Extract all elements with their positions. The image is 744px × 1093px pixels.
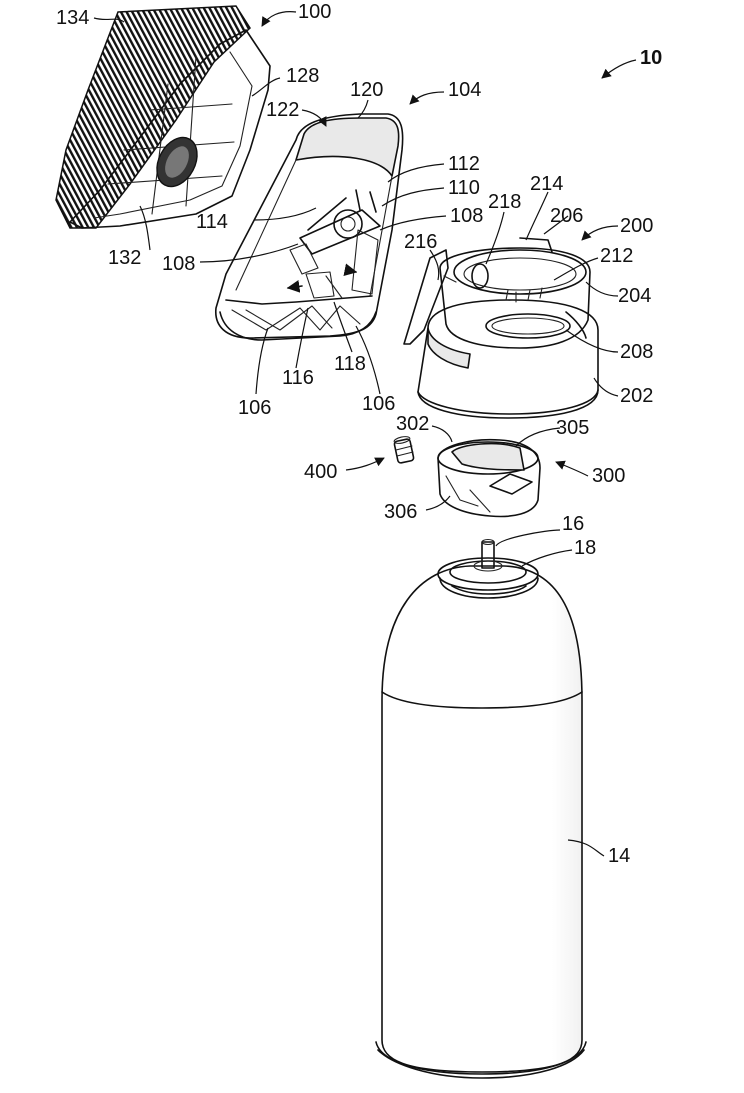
label-134: 134 [56, 7, 89, 29]
label-214: 214 [530, 173, 563, 195]
label-300: 300 [592, 465, 625, 487]
can-valve-stem [481, 541, 495, 569]
label-assembly: 10 [640, 47, 662, 69]
label-206: 206 [550, 205, 583, 227]
cap-nozzle-hole [471, 263, 489, 289]
label-120: 120 [350, 79, 383, 101]
label-100: 100 [298, 1, 331, 23]
label-208: 208 [620, 341, 653, 363]
label-118: 118 [334, 353, 366, 375]
aerosol-can [375, 538, 587, 1079]
label-116: 116 [282, 367, 314, 389]
label-202: 202 [620, 385, 653, 407]
can-valve-cup [437, 557, 539, 591]
label-14: 14 [608, 845, 630, 867]
brush-head [55, 5, 271, 229]
actuator-cap [403, 237, 599, 419]
reference-labels: 10 134 100 128 132 104 120 122 112 110 1… [56, 1, 662, 867]
label-108-left: 108 [162, 253, 195, 275]
label-200: 200 [620, 215, 653, 237]
adapter-insert [437, 438, 541, 518]
head-housing [215, 113, 404, 341]
label-112: 112 [448, 153, 480, 175]
label-114: 114 [196, 211, 228, 233]
label-212: 212 [600, 245, 633, 267]
leader-lines [93, 11, 637, 857]
cap-opening [453, 249, 587, 295]
valve-plug [393, 436, 415, 464]
valve-port [333, 209, 363, 239]
label-400: 400 [304, 461, 337, 483]
label-16: 16 [562, 513, 584, 535]
label-218: 218 [488, 191, 521, 213]
can-body [381, 565, 583, 1073]
insert-body [437, 438, 541, 518]
housing-rim [219, 311, 377, 341]
housing-top-shell [215, 113, 404, 339]
label-204: 204 [618, 285, 651, 307]
label-305: 305 [556, 417, 589, 439]
label-106-right: 106 [362, 393, 395, 415]
label-306: 306 [384, 501, 417, 523]
label-104: 104 [448, 79, 481, 101]
label-110: 110 [448, 177, 480, 199]
label-302: 302 [396, 413, 429, 435]
label-128: 128 [286, 65, 319, 87]
brush-base-plate [69, 29, 271, 229]
label-106-left: 106 [238, 397, 271, 419]
label-216: 216 [404, 231, 437, 253]
cap-collar [439, 247, 591, 349]
brush-bristles [55, 5, 251, 229]
label-122: 122 [266, 99, 299, 121]
label-18: 18 [574, 537, 596, 559]
label-108-right: 108 [450, 205, 483, 227]
label-132: 132 [108, 247, 141, 269]
